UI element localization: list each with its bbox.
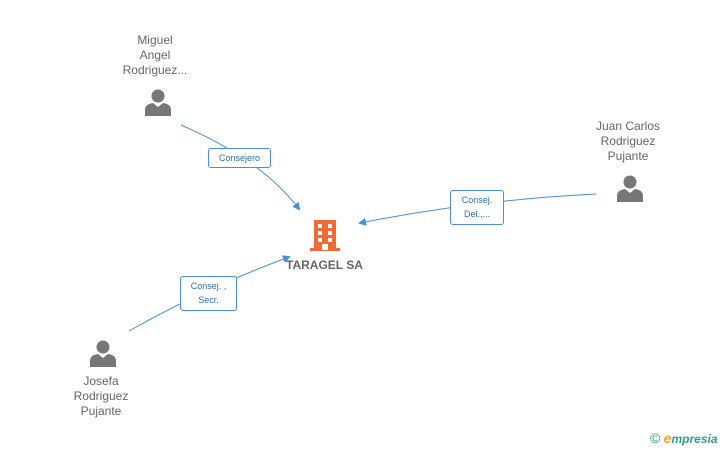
building-icon[interactable]: [308, 218, 342, 252]
copyright-symbol: ©: [650, 430, 661, 446]
empresia-watermark: © empresia: [650, 430, 718, 446]
person-icon[interactable]: [88, 338, 118, 368]
person-name-juan-carlos[interactable]: Juan Carlos Rodriguez Pujante: [595, 119, 661, 163]
brand-initial: e: [663, 430, 672, 446]
person-icon[interactable]: [615, 173, 645, 203]
role-label-consejero[interactable]: Consejero: [208, 148, 271, 168]
person-name-josefa[interactable]: Josefa Rodriguez Pujante: [73, 374, 129, 418]
role-label-consej-del[interactable]: Consej. Del.,...: [450, 190, 504, 225]
company-name[interactable]: TARAGEL SA: [286, 258, 363, 272]
person-name-miguel[interactable]: Miguel Angel Rodriguez...: [122, 33, 188, 77]
role-label-consej-secr[interactable]: Consej. , Secr.: [180, 276, 237, 311]
brand-name: mpresia: [671, 432, 718, 446]
person-icon[interactable]: [143, 87, 173, 117]
